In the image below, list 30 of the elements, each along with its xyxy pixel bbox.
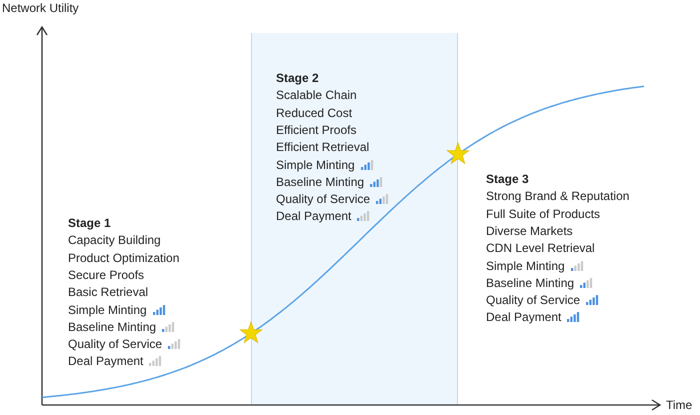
axis-title: Network Utility bbox=[2, 1, 79, 15]
feature-text: Simple Minting bbox=[276, 158, 355, 172]
feature-text: Product Optimization bbox=[68, 250, 180, 265]
feature-text: Baseline Minting bbox=[276, 174, 364, 189]
feature-text: Strong Brand & Reputation bbox=[486, 189, 630, 204]
feature-text: Quality of Service bbox=[68, 337, 162, 352]
stage-heading: Stage 2 bbox=[276, 71, 319, 85]
feature-text: Deal Payment bbox=[276, 209, 352, 224]
feature-text: Simple Minting bbox=[68, 302, 147, 316]
feature-text: Efficient Retrieval bbox=[276, 140, 370, 154]
stage-heading: Stage 3 bbox=[486, 172, 529, 186]
feature-text: Baseline Minting bbox=[68, 320, 156, 334]
axis-title: Time bbox=[666, 398, 692, 412]
feature-text: Diverse Markets bbox=[486, 224, 573, 238]
feature-text: Quality of Service bbox=[486, 293, 580, 308]
feature-text: CDN Level Retrieval bbox=[486, 241, 595, 256]
feature-text: Baseline Minting bbox=[486, 276, 574, 290]
feature-text: Basic Retrieval bbox=[68, 285, 148, 300]
feature-text: Reduced Cost bbox=[276, 106, 352, 120]
feature-text: Quality of Service bbox=[276, 192, 370, 206]
feature-text: Capacity Building bbox=[68, 233, 161, 248]
feature-text: Secure Proofs bbox=[68, 268, 144, 282]
feature-text: Efficient Proofs bbox=[276, 122, 356, 137]
feature-text: Deal Payment bbox=[486, 310, 562, 324]
feature-text: Deal Payment bbox=[68, 354, 144, 368]
stage-heading: Stage 1 bbox=[68, 216, 111, 230]
feature-text: Simple Minting bbox=[486, 258, 565, 272]
feature-text: Scalable Chain bbox=[276, 88, 357, 102]
feature-text: Full Suite of Products bbox=[486, 206, 600, 221]
stage-band bbox=[251, 33, 458, 405]
